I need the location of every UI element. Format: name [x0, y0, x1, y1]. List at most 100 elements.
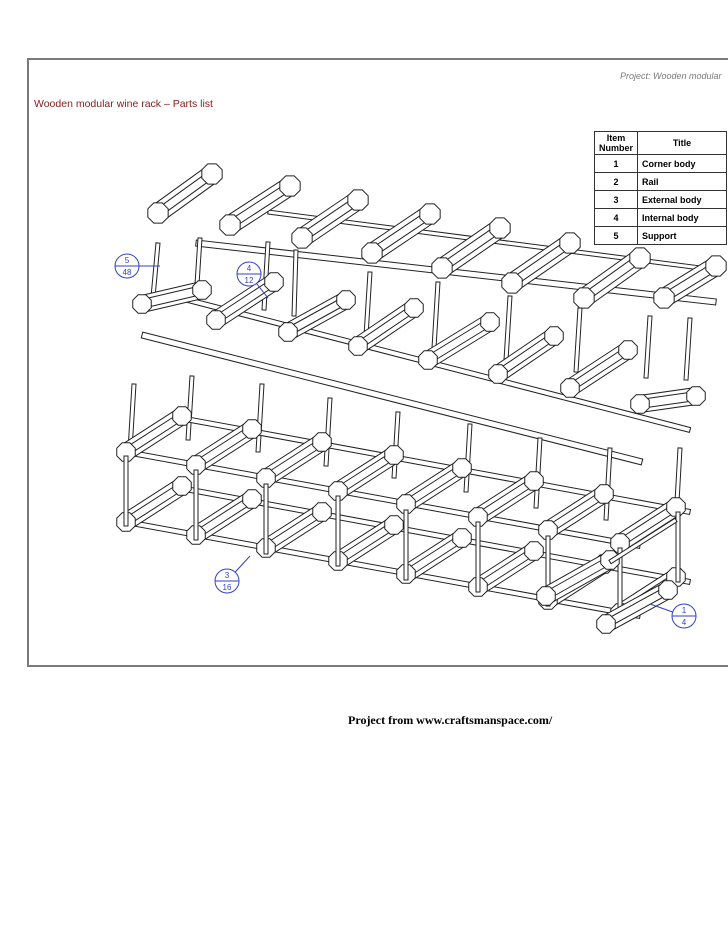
- grid-upper-body-4-far-end: [452, 458, 472, 478]
- corner-body-end-edge: [605, 585, 669, 620]
- balloon-item-number: 3: [225, 571, 230, 580]
- balloon-item-3: 316: [214, 555, 251, 594]
- mid-body-5-far-end: [544, 326, 564, 346]
- support-upper-9: [683, 317, 693, 381]
- top-body-7-end: [653, 287, 675, 309]
- table-row: 1 Corner body: [594, 154, 727, 173]
- project-label: Project: Wooden modular: [620, 71, 722, 81]
- grid-lower-body-3-far-end: [384, 515, 404, 535]
- header-title: Title: [637, 131, 727, 155]
- support-upper-3: [291, 249, 299, 317]
- balloon-item-1: 14: [649, 603, 697, 629]
- item-title: External body: [637, 190, 727, 209]
- grid-post-1: [193, 469, 199, 541]
- grid-upper-body-2-far-end: [312, 432, 332, 452]
- mid-body-3-end: [348, 336, 368, 356]
- mid-body-5-end: [488, 364, 508, 384]
- item-number: 3: [594, 190, 638, 209]
- parts-table: Item Number Title 1 Corner body 2 Rail 3…: [594, 131, 727, 245]
- top-body-4-far-end: [489, 217, 511, 239]
- grid-lower-body-4-far-end: [452, 528, 472, 548]
- top-body-7-far-end: [705, 255, 727, 277]
- table-row: 2 Rail: [594, 172, 727, 191]
- mid-body-6-end: [560, 378, 580, 398]
- grid-post-2: [263, 483, 269, 555]
- balloon-item-number: 4: [247, 264, 252, 273]
- grid-upper-body-1-far-end: [242, 419, 262, 439]
- mid-body-2-end: [278, 322, 298, 342]
- mid-body-2-far-end: [336, 290, 356, 310]
- header-item-number: Item Number: [594, 131, 638, 155]
- support-lower-4: [391, 411, 401, 479]
- wine-rack-illustration: [116, 163, 727, 634]
- mid-body-4-edge: [427, 317, 491, 356]
- mid-body-0-edge: [141, 294, 203, 309]
- item-number: 1: [594, 154, 638, 173]
- grid-upper-body-0-far-end: [172, 406, 192, 426]
- grid-post-0: [123, 455, 129, 527]
- item-title: Internal body: [637, 208, 727, 227]
- support-upper-6: [503, 295, 513, 361]
- top-body-3-far-end: [419, 203, 441, 225]
- top-body-3-end: [361, 242, 383, 264]
- grid-lower-body-2-far-end: [312, 502, 332, 522]
- grid-upper-body-3-far-end: [384, 445, 404, 465]
- mid-body-3-far-end: [404, 298, 424, 318]
- balloon-item-number: 1: [682, 606, 687, 615]
- balloon-item-5: 548: [114, 253, 160, 279]
- item-title: Corner body: [637, 154, 727, 173]
- item-number: 4: [594, 208, 638, 227]
- grid-upper-body-6-far-end: [594, 484, 614, 504]
- mid-body-4-end: [418, 350, 438, 370]
- corner-body-bottom-edge: [545, 555, 611, 592]
- top-body-0-end: [147, 202, 169, 224]
- grid-lower-body-5-far-end: [524, 541, 544, 561]
- mid-body-0-far-end: [192, 280, 212, 300]
- top-body-4-end: [431, 257, 453, 279]
- top-body-1-far-end: [279, 175, 301, 197]
- top-body-5-end: [501, 272, 523, 294]
- corner-body-bottom-edge: [545, 564, 611, 601]
- top-body-1-end: [219, 214, 241, 236]
- grid-post-3: [335, 495, 341, 567]
- mid-body-7-far-end: [686, 386, 706, 406]
- corner-post: [608, 517, 678, 565]
- balloon-quantity: 48: [123, 268, 132, 277]
- rail-front: [140, 331, 644, 466]
- mid-body-6-far-end: [618, 340, 638, 360]
- mid-body-0-edge: [141, 285, 203, 300]
- corner-body-end-end: [596, 614, 616, 634]
- grid-upper-body-5-far-end: [524, 471, 544, 491]
- support-upper-5: [431, 281, 441, 349]
- corner-body-bottom-end: [536, 586, 556, 606]
- grid-post-4: [403, 509, 409, 581]
- top-body-6-far-end: [629, 247, 651, 269]
- support-lower-7: [603, 447, 613, 521]
- grid-post-5: [475, 521, 481, 593]
- page-title: Wooden modular wine rack – Parts list: [34, 98, 213, 110]
- corner-body-end-edge: [605, 594, 669, 629]
- top-body-0-far-end: [201, 163, 223, 185]
- item-title: Rail: [637, 172, 727, 191]
- mid-body-1-end: [206, 310, 226, 330]
- corner-body-end-far-end: [658, 580, 678, 600]
- grid-post-8: [675, 511, 681, 583]
- top-body-2-far-end: [347, 189, 369, 211]
- support-upper-8: [643, 315, 653, 379]
- table-row: 4 Internal body: [594, 208, 727, 227]
- grid-lower-body-0-far-end: [172, 476, 192, 496]
- item-number: 2: [594, 172, 638, 191]
- top-body-6-end: [573, 287, 595, 309]
- top-body-2-end: [291, 227, 313, 249]
- mid-body-4-edge: [427, 326, 491, 365]
- balloon-quantity: 12: [245, 276, 254, 285]
- support-lower-5: [463, 423, 473, 493]
- balloon-item-number: 5: [125, 256, 130, 265]
- support-lower-2: [255, 383, 265, 453]
- balloon-item-4: 412: [236, 261, 269, 299]
- footer-credit: Project from www.craftsmanspace.com/: [348, 713, 553, 727]
- support-lower-3: [323, 397, 333, 467]
- table-row: 3 External body: [594, 190, 727, 209]
